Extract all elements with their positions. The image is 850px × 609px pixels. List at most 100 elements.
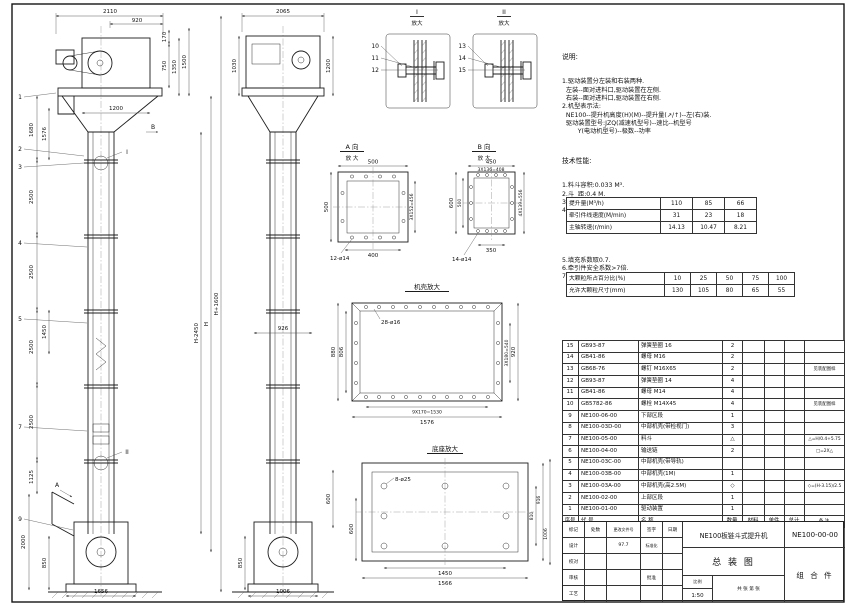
- shell-enlarged-detail: 机壳放大 28-ø16 806 880 9X170=1530 1576 3X18…: [331, 282, 519, 426]
- view-title: B 向: [477, 142, 490, 151]
- view-b-detail: B 向 放 大 450 3X136=408 600 500 4X139=556 …: [449, 142, 525, 263]
- drawing-number: NE100-00-00: [785, 522, 845, 548]
- titleblock-label-audit: 审核: [563, 570, 585, 586]
- titleblock-cell: [607, 554, 641, 570]
- dim-label: 2000: [21, 535, 27, 549]
- titleblock-label-std: 标准化: [641, 538, 663, 554]
- dim-label: 850: [238, 557, 244, 568]
- text-line: 2.机型表示法:: [562, 103, 601, 111]
- table-cell: NE100-01-00: [578, 503, 639, 517]
- dim-label: 926: [278, 326, 289, 332]
- table-cell: [784, 340, 805, 353]
- table-cell: [784, 375, 805, 388]
- table-cell: [764, 503, 785, 517]
- hole-callout: 12-ø14: [330, 256, 350, 262]
- text-line: 5.填充系数取0.7.: [562, 256, 611, 264]
- dim-label: 1500: [182, 55, 188, 69]
- dim-label: H-2450: [194, 322, 200, 343]
- table-cell: 2: [562, 491, 579, 505]
- table-cell: [742, 480, 765, 493]
- table-cell: 2: [722, 363, 743, 377]
- dim-label: 500: [457, 199, 463, 208]
- table-cell: 75: [742, 272, 769, 285]
- table-cell: 130: [664, 284, 691, 297]
- table-cell: 15: [562, 340, 579, 353]
- balloon-label: 1: [18, 94, 22, 101]
- table-cell: 14.13: [660, 221, 693, 234]
- table-cell: 弹簧垫圈 14: [638, 375, 723, 388]
- dim-label: 2110: [103, 9, 117, 15]
- table-cell: [764, 340, 785, 353]
- table-cell: 5: [562, 456, 579, 470]
- table-cell: 2: [722, 445, 743, 458]
- table-cell: [764, 480, 785, 493]
- table-cell: 3: [722, 421, 743, 435]
- dim-label: 1125: [29, 470, 35, 484]
- balloon-label: 5: [18, 316, 22, 323]
- view-title: A 向: [345, 142, 358, 151]
- titleblock-label-doc: 更改文件号: [607, 522, 641, 538]
- table-cell: 中部机壳(高2.5M): [638, 480, 723, 493]
- table-cell: [784, 480, 805, 493]
- table-cell: [784, 468, 805, 482]
- balloon-label: 14: [458, 55, 466, 62]
- table-cell: 驱动装置: [638, 503, 723, 517]
- dim-label: 3X152=456: [409, 193, 415, 220]
- dim-label: 1006: [543, 528, 549, 540]
- balloon-label: 7: [18, 424, 22, 431]
- titleblock-cell: [607, 586, 641, 602]
- table-cell: [764, 445, 785, 458]
- dim-label: 1576: [42, 127, 48, 141]
- table-cell: [742, 433, 765, 447]
- detail-subtitle: 放大: [498, 19, 510, 27]
- dim-label: 2500: [29, 340, 35, 354]
- table-cell: [742, 468, 765, 482]
- table-cell: 上部区段: [638, 491, 723, 505]
- detail-title: 底座放大: [432, 444, 459, 453]
- table-cell: GB68-76: [578, 363, 639, 377]
- table-cell: [764, 351, 785, 365]
- dim-label: 600: [326, 493, 332, 504]
- notes-heading: 说明:: [562, 52, 578, 61]
- sheet-count: 共 张 第 张: [713, 576, 785, 602]
- titleblock-cell: [641, 554, 663, 570]
- titleblock-label-count: 处数: [585, 522, 607, 538]
- table-cell: 105: [690, 284, 717, 297]
- table-cell: NE100-03C-00: [578, 456, 639, 470]
- front-elevation-view: I II B A: [48, 26, 163, 599]
- dim-label: 810: [529, 512, 535, 521]
- table-cell: 50: [716, 272, 743, 285]
- titleblock-label-date: 日期: [663, 522, 683, 538]
- front-dimensions: 2110 920 1200 1680 1576 2500 2500 2500 2…: [18, 9, 222, 597]
- table-cell: [764, 433, 785, 447]
- scale-value: 1:50: [683, 589, 713, 602]
- detail-ii-view: II 放大 13 14 15: [458, 8, 538, 109]
- dim-label: 500: [368, 160, 379, 166]
- dim-label: 2065: [276, 9, 290, 15]
- table-cell: [742, 421, 765, 435]
- dim-label: 4X139=556: [518, 189, 524, 216]
- titleblock-label-check: 校对: [563, 554, 585, 570]
- table-cell: 7: [562, 433, 579, 447]
- table-cell: 主轴转速(r/min): [566, 221, 661, 234]
- dim-label: 1006: [276, 589, 290, 595]
- dim-label: 2500: [29, 265, 35, 279]
- table-cell: ◇=(H-3.15)/2.5: [804, 480, 845, 493]
- table-cell: [764, 421, 785, 435]
- table-cell: 4: [562, 468, 579, 482]
- dim-label: 806: [339, 346, 345, 357]
- notes-block: 说明: 1.驱动装置分左装和右装两种. 左装--面对进料口,驱动装置在左侧. 右…: [562, 36, 844, 145]
- table-cell: [764, 468, 785, 482]
- table-cell: [742, 340, 765, 353]
- table-cell: 提升量(M³/h): [566, 197, 661, 210]
- base-enlarged-detail: 底座放大 8-ø25 600 810 916 1006 1450 1566: [349, 444, 551, 587]
- table-cell: [804, 410, 845, 423]
- detail-title: 机壳放大: [414, 282, 441, 291]
- table-cell: [804, 375, 845, 388]
- table-cell: 14: [562, 351, 579, 365]
- d im-label: 1200: [326, 59, 332, 73]
